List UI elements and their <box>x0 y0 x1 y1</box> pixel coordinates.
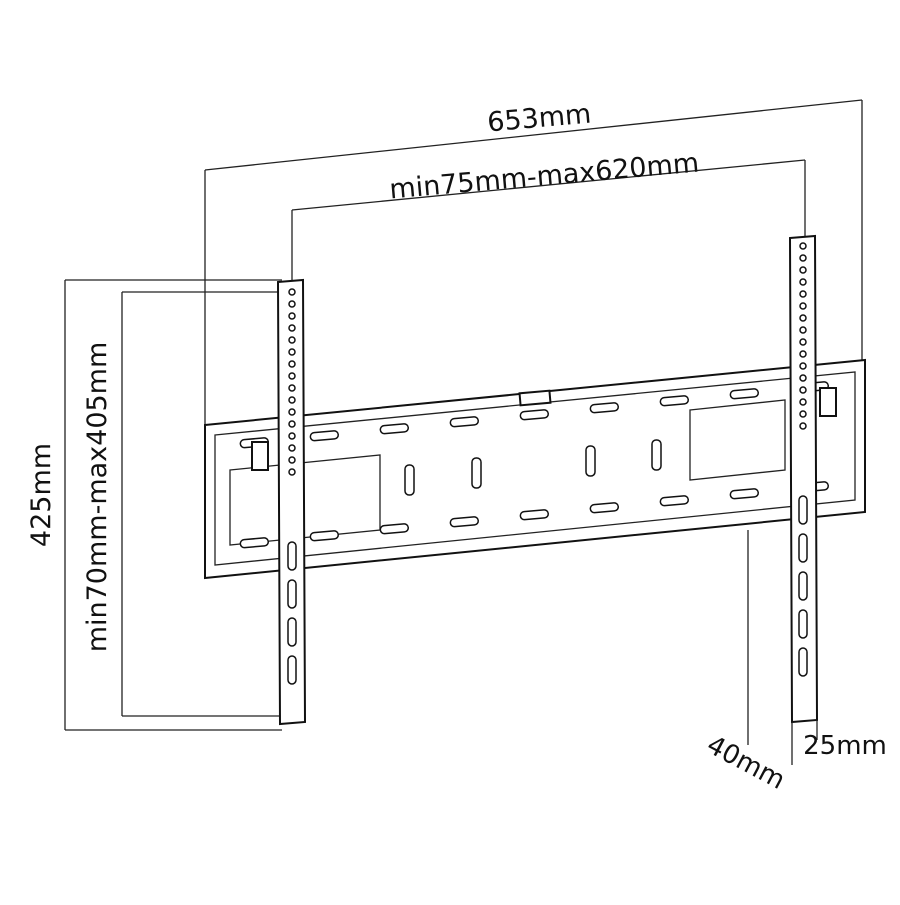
mount-slot <box>798 571 808 601</box>
plate-slot <box>519 409 550 421</box>
mount-slot <box>287 579 297 609</box>
mount-hole <box>799 386 807 394</box>
plate-slot <box>729 488 760 500</box>
wall-distance-label: 40mm <box>702 730 790 796</box>
mount-hole <box>799 410 807 418</box>
mount-hole <box>799 266 807 274</box>
plate-vertical-slot <box>471 457 482 489</box>
mount-slot <box>798 533 808 563</box>
plate-slot <box>589 502 620 514</box>
mount-hole <box>288 408 296 416</box>
plate-slot <box>519 509 550 521</box>
mount-slot <box>287 617 297 647</box>
mount-slot <box>798 495 808 525</box>
mount-hole <box>799 314 807 322</box>
left-tilt-knob <box>251 441 269 471</box>
plate-vertical-slot <box>585 445 596 477</box>
right-tilt-knob <box>819 387 837 417</box>
mount-hole <box>799 362 807 370</box>
plate-slot <box>449 516 480 528</box>
mount-hole <box>799 338 807 346</box>
mount-hole <box>799 242 807 250</box>
left-vertical-arm <box>251 278 307 726</box>
mount-hole <box>799 302 807 310</box>
mount-hole <box>799 254 807 262</box>
plate-slot <box>589 402 620 414</box>
vesa-height-dimension: min70mm-max405mm <box>82 291 282 717</box>
plate-slot <box>659 495 690 507</box>
plate-slot <box>379 523 410 535</box>
mount-hole <box>288 300 296 308</box>
mount-slot <box>287 541 297 571</box>
mount-hole <box>288 444 296 452</box>
mount-hole <box>799 422 807 430</box>
mount-hole <box>799 398 807 406</box>
plate-slot <box>379 423 410 435</box>
plate-slot <box>729 388 760 400</box>
mount-hole <box>799 278 807 286</box>
mount-hole <box>288 420 296 428</box>
mount-hole <box>288 336 296 344</box>
plate-slot <box>659 395 690 407</box>
plate-vertical-slot <box>651 439 662 471</box>
overall-width-label: 653mm <box>486 99 592 139</box>
mount-hole <box>288 396 296 404</box>
vesa-width-dimension: min75mm-max620mm <box>291 148 806 280</box>
mount-hole <box>288 288 296 296</box>
mount-slot <box>287 655 297 685</box>
mount-slot <box>798 647 808 677</box>
wall-plate <box>204 358 866 580</box>
mount-hole <box>799 326 807 334</box>
right-vertical-arm <box>788 234 837 724</box>
plate-slot <box>309 530 340 542</box>
plate-slot <box>309 430 340 442</box>
mount-hole <box>288 456 296 464</box>
mount-hole <box>288 372 296 380</box>
arm-width-label: 25mm <box>803 731 887 761</box>
mount-slot <box>798 609 808 639</box>
vesa-width-label: min75mm-max620mm <box>388 148 700 206</box>
left-arm-holes <box>287 288 297 685</box>
mount-hole <box>288 348 296 356</box>
mount-hole <box>288 360 296 368</box>
mount-hole <box>288 324 296 332</box>
mount-hole <box>799 374 807 382</box>
overall-height-label: 425mm <box>26 443 57 547</box>
overall-height-dimension: 425mm <box>26 279 282 731</box>
plate-slot <box>239 537 270 549</box>
plate-slot <box>449 416 480 428</box>
mount-hole <box>288 468 296 476</box>
vesa-height-label: min70mm-max405mm <box>82 342 113 653</box>
mount-hole <box>799 290 807 298</box>
mount-hole <box>288 384 296 392</box>
mount-hole <box>799 350 807 358</box>
right-arm-holes <box>798 242 808 677</box>
plate-vertical-slot <box>404 464 415 496</box>
mount-hole <box>288 432 296 440</box>
mount-hole <box>288 312 296 320</box>
